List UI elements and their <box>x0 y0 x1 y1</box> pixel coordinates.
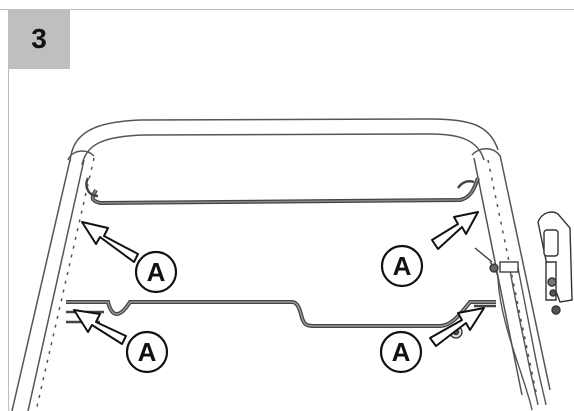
callout-upper-left: A <box>134 250 178 294</box>
callout-upper-right: A <box>380 244 424 288</box>
step-badge: 3 <box>8 9 70 69</box>
step-number: 3 <box>31 23 47 54</box>
control-cables <box>489 261 547 411</box>
control-lever-box <box>537 211 573 315</box>
left-handle-tube <box>11 157 95 411</box>
right-handle-tube <box>473 154 551 396</box>
left-border-line <box>8 9 9 411</box>
top-border-line <box>0 9 574 10</box>
handle-bar <box>67 118 501 166</box>
arrow-upper-left <box>81 221 139 263</box>
arrow-lower-left <box>73 309 127 345</box>
arrow-lower-right <box>429 307 485 347</box>
callout-label: A <box>147 257 166 287</box>
arrow-upper-right <box>431 211 479 250</box>
callout-label: A <box>138 337 157 367</box>
upper-cable <box>85 177 480 206</box>
lower-cable <box>66 300 496 328</box>
callout-label: A <box>392 337 411 367</box>
callout-label: A <box>393 251 412 281</box>
callout-lower-right: A <box>379 330 423 374</box>
callout-lower-left: A <box>125 330 169 374</box>
